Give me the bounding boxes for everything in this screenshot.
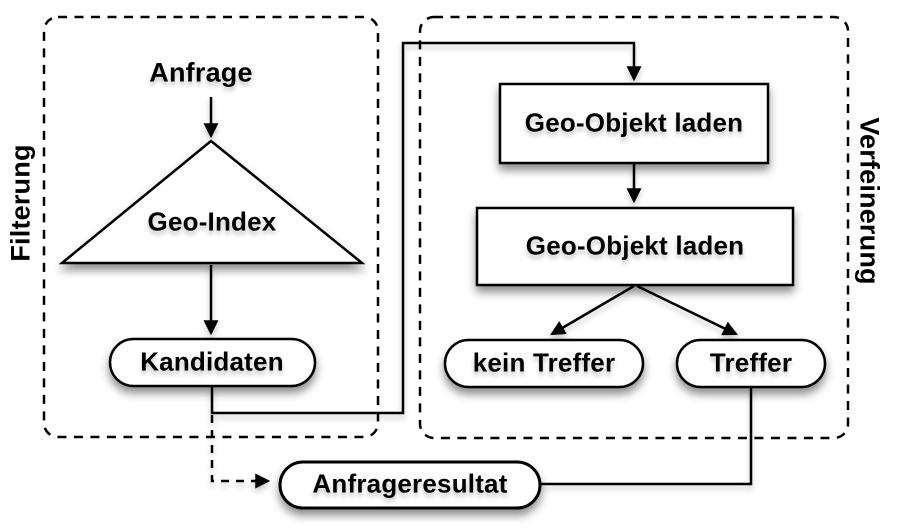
treffer-pill xyxy=(675,338,827,389)
connector-kandidaten-to-geo-objekt-laden-1 xyxy=(210,41,642,415)
anfrageresultat-pill xyxy=(278,460,542,510)
node-label-geo-objekt-laden-1: Geo-Objekt laden xyxy=(524,107,744,138)
refinement-phase-box xyxy=(418,15,850,440)
node-label-geo-index: Geo-Index xyxy=(147,206,277,237)
geo-index-triangle xyxy=(58,139,366,265)
connector-treffer-to-anfrageresultat xyxy=(541,388,753,486)
connector-geo-objekt-2-to-treffer xyxy=(636,284,739,336)
node-label-anfrageresultat: Anfrageresultat xyxy=(312,468,508,499)
node-label-kandidaten: Kandidaten xyxy=(140,346,284,377)
geo-objekt-laden-2-box xyxy=(475,206,795,287)
node-label-kein-treffer: kein Treffer xyxy=(472,347,616,378)
connector-layer xyxy=(203,41,753,489)
geo-objekt-laden-1-box xyxy=(498,82,770,165)
kandidaten-pill xyxy=(108,337,317,388)
node-shape-layer xyxy=(58,82,827,510)
kein-treffer-pill xyxy=(443,338,645,389)
node-label-anfrage: Anfrage xyxy=(149,57,253,88)
node-label-treffer: Treffer xyxy=(709,347,793,378)
node-label-geo-objekt-laden-2: Geo-Objekt laden xyxy=(525,230,745,261)
phase-label-verfeinerung: Verfeinerung xyxy=(854,117,885,285)
connector-geo-objekt-2-to-kein-treffer xyxy=(550,284,635,336)
connector-kandidaten-to-anfrageresultat-dashed xyxy=(210,415,271,489)
phase-label-filterung: Filterung xyxy=(5,144,36,262)
